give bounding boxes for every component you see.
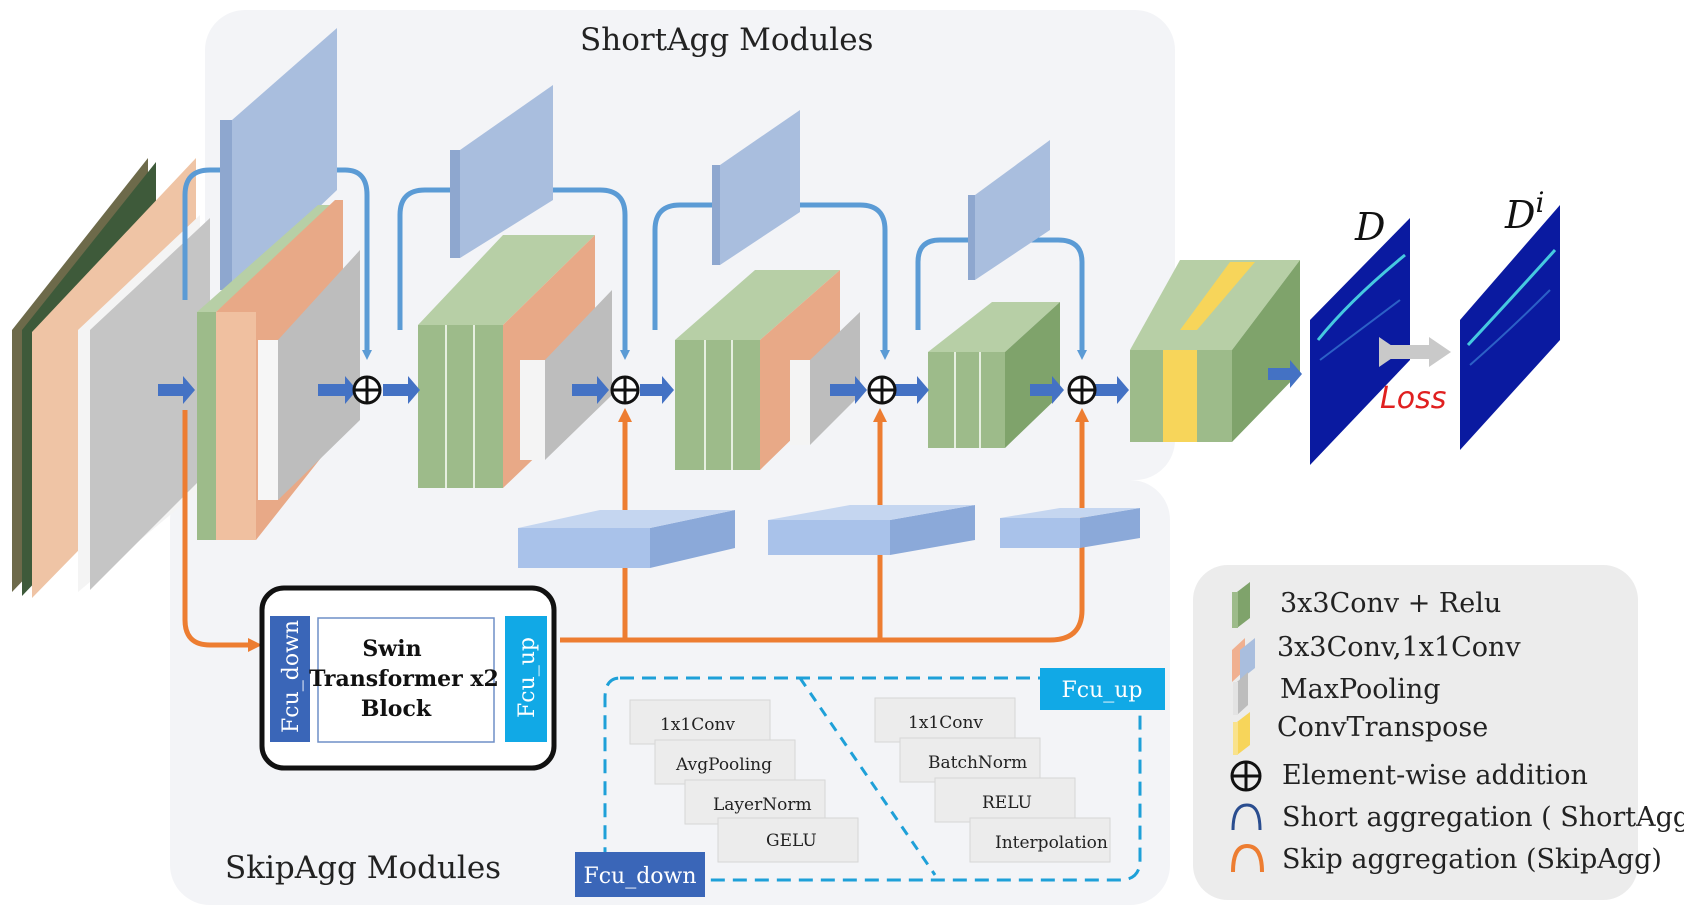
fcu-up-step-2: BatchNorm [928,753,1027,773]
fcu-down-step-4: GELU [766,831,817,851]
addition-nodes [352,375,1097,405]
di-superscript: i [1535,186,1544,219]
legend-label-5: Element-wise addition [1282,760,1588,791]
swin-line2: Transformer x2 [309,666,499,692]
circled-plus-icon [352,375,382,405]
decoder-block [1130,260,1300,442]
output-map-d [1310,218,1410,465]
legend-label-2: 3x3Conv,1x1Conv [1277,632,1521,663]
fcu-down-tag [575,852,705,897]
circled-plus-icon [1230,760,1262,792]
output-map-di [1460,205,1560,450]
skipagg-slabs [518,505,1140,568]
orange-blue-layer-icon [1232,638,1255,682]
gray-layer-icon [1233,672,1248,715]
legend-label-6: Short aggregation ( ShortAgg) [1282,802,1684,833]
swin-left-label: Fcu_down [279,620,304,733]
legend: 3x3Conv + Relu 3x3Conv,1x1Conv MaxPoolin… [1230,582,1684,875]
fcu-down-step-2: AvgPooling [675,755,772,775]
input-image-stack [12,158,210,598]
di-base: D [1504,193,1535,237]
circled-plus-icon [610,375,640,405]
fcu-up-step-3: RELU [982,793,1032,813]
swin-line1: Swin [362,636,421,662]
swin-right-label: Fcu_up [515,637,540,718]
fcu-up-step-4: Interpolation [995,833,1108,853]
stage1-blocks [197,28,360,540]
green-layer-icon [1232,582,1250,628]
fcu-down-step-1: 1x1Conv [660,715,735,735]
fcu-up-tag [1040,668,1165,710]
fcu-down-step-3: LayerNorm [713,795,812,815]
fcu-up-step-1: 1x1Conv [908,713,983,733]
legend-label-3: MaxPooling [1280,674,1441,705]
swin-block: Fcu_down Fcu_up Swin Transformer x2 Bloc… [259,585,557,771]
loss-label: Loss [1380,381,1446,416]
shortagg-title: ShortAgg Modules [580,22,873,58]
stage4-blocks [928,140,1060,448]
legend-label-4: ConvTranspose [1277,712,1488,743]
legend-label-1: 3x3Conv + Relu [1280,588,1501,619]
di-label: Di [1504,186,1544,237]
swin-line3: Block [361,696,432,722]
legend-label-7: Skip aggregation (SkipAgg) [1282,844,1662,875]
orange-arc-icon [1231,843,1264,873]
circled-plus-icon [867,375,897,405]
d-label: D [1354,205,1385,249]
blue-arc-icon [1231,803,1262,831]
stage2-blocks [418,85,612,488]
yellow-layer-icon [1233,712,1250,755]
fcu-down-steps: 1x1Conv AvgPooling LayerNorm GELU [629,699,859,863]
fcu-up-steps: 1x1Conv BatchNorm RELU Interpolation [874,697,1111,863]
fcu-up-tag-label: Fcu_up [1061,678,1142,703]
stage3-blocks [675,110,860,470]
main-flow-arrows [158,360,1302,404]
skipagg-title: SkipAgg Modules [225,850,501,886]
circled-plus-icon [1067,375,1097,405]
fcu-detail: Fcu_up Fcu_down [575,668,1165,897]
legend-panel [1193,565,1638,900]
fcu-down-tag-label: Fcu_down [583,864,696,889]
